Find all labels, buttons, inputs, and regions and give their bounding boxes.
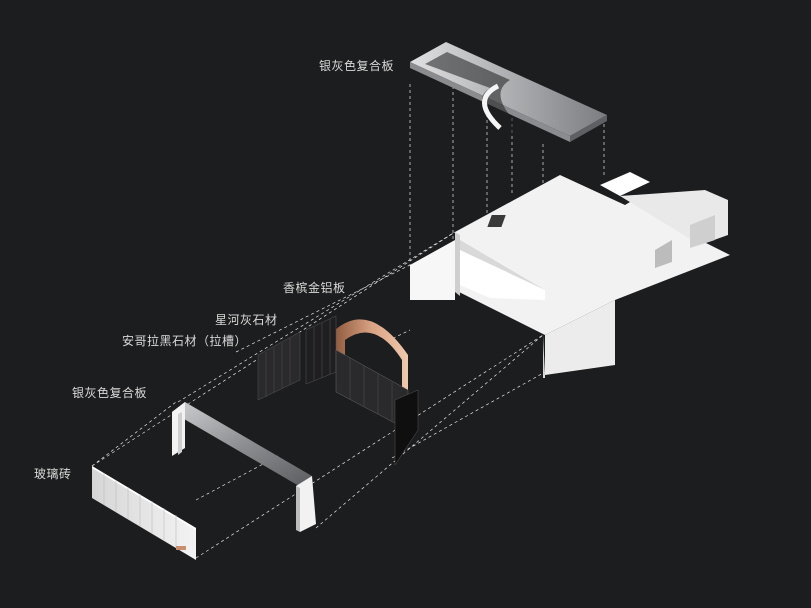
label-frame-silver-panel: 银灰色复合板 bbox=[72, 386, 148, 400]
champagne-gold-arch bbox=[335, 319, 408, 395]
silver-frame bbox=[172, 402, 316, 532]
glass-brick-wall bbox=[92, 466, 196, 560]
label-glass-brick: 玻璃砖 bbox=[34, 467, 72, 481]
label-angola-black-stone: 安哥拉黑石材（拉槽） bbox=[122, 334, 248, 348]
guide-lines bbox=[91, 80, 605, 559]
white-structure bbox=[410, 172, 730, 378]
label-champagne-gold-panel: 香槟金铝板 bbox=[283, 281, 346, 295]
ceiling-silver-panel bbox=[410, 42, 607, 143]
stone-panels bbox=[257, 315, 419, 466]
label-ceiling-silver-panel: 银灰色复合板 bbox=[319, 59, 395, 73]
label-galaxy-grey-stone: 星河灰石材 bbox=[215, 313, 278, 327]
